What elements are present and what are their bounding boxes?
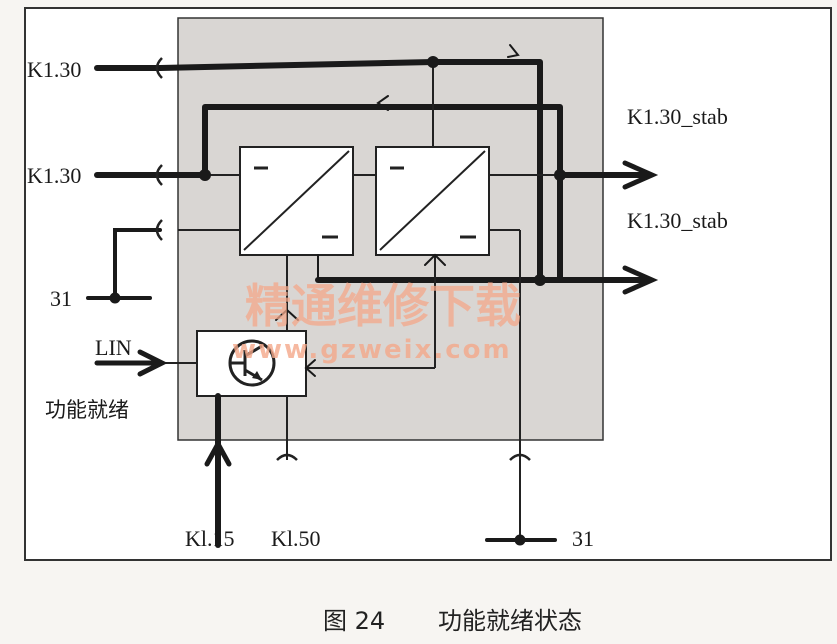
dc-dc-converter-right bbox=[375, 146, 490, 256]
control-transistor-block bbox=[196, 330, 307, 397]
caption-title: 功能就绪状态 bbox=[438, 607, 582, 635]
label-output-bottom: K1.30_stab bbox=[627, 208, 728, 233]
power-wiring bbox=[94, 59, 653, 548]
dc-dc-converter-left bbox=[239, 146, 354, 256]
label-output-top: K1.30_stab bbox=[627, 104, 728, 129]
watermark-text: 精通维修下载 bbox=[245, 279, 521, 333]
caption-number: 图 24 bbox=[323, 607, 385, 635]
ground-bottom bbox=[485, 534, 557, 546]
connector-pins bbox=[155, 57, 531, 461]
label-ground-left: 31 bbox=[50, 286, 72, 311]
label-kl50: Kl.50 bbox=[271, 526, 321, 551]
label-ground-bottom: 31 bbox=[572, 526, 594, 551]
label-function-ready: 功能就绪 bbox=[45, 398, 129, 422]
signal-wiring bbox=[160, 62, 560, 545]
junction-dots bbox=[199, 56, 566, 286]
label-kl15: Kl.15 bbox=[185, 526, 235, 551]
label-k130-mid: K1.30 bbox=[27, 163, 81, 188]
ground-left bbox=[86, 228, 162, 304]
label-lin: LIN bbox=[95, 335, 132, 360]
watermark-url: www.gzweix.com bbox=[232, 335, 512, 365]
flow-arrows bbox=[137, 44, 659, 467]
label-k130-top: K1.30 bbox=[27, 57, 81, 82]
